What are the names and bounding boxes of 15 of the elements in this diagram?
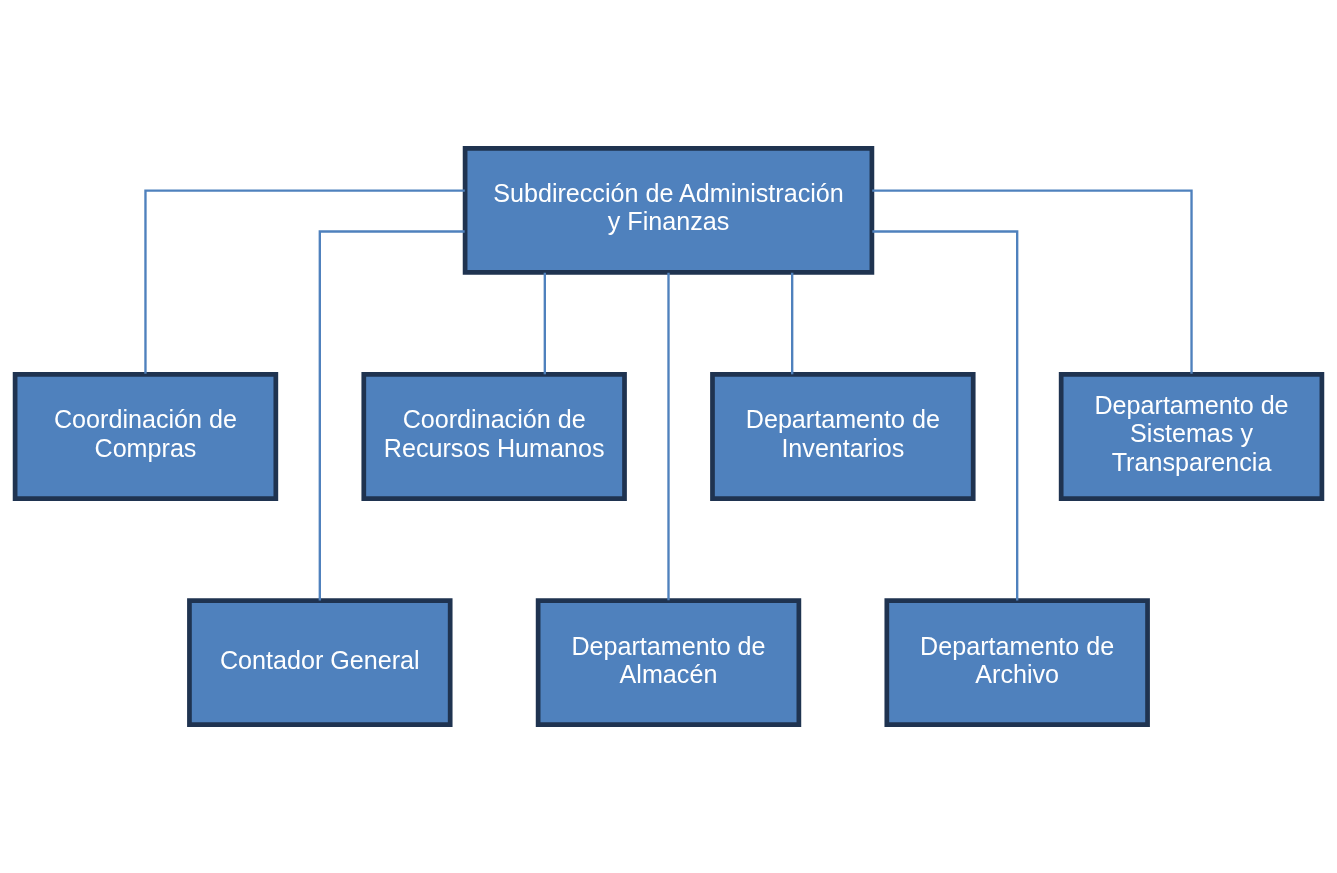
connector	[318, 230, 465, 601]
connector	[872, 230, 1019, 601]
node-box: Contador General	[187, 598, 453, 728]
connector	[791, 272, 794, 375]
node-box: Coordinación de Recursos Humanos	[361, 372, 627, 501]
node-box: Subdirección de Administración y Finanzas	[462, 145, 875, 275]
node-box: Departamento de Almacén	[535, 598, 802, 728]
connector	[667, 272, 670, 601]
node-box: Departamento de Inventarios	[710, 372, 976, 501]
node-box: Departamento de Sistemas y Transparencia	[1058, 372, 1325, 501]
connector	[144, 189, 465, 374]
connector	[543, 272, 546, 375]
connector	[872, 189, 1193, 374]
node-box: Coordinación de Compras	[12, 372, 279, 501]
node-box: Departamento de Archivo	[884, 598, 1150, 728]
